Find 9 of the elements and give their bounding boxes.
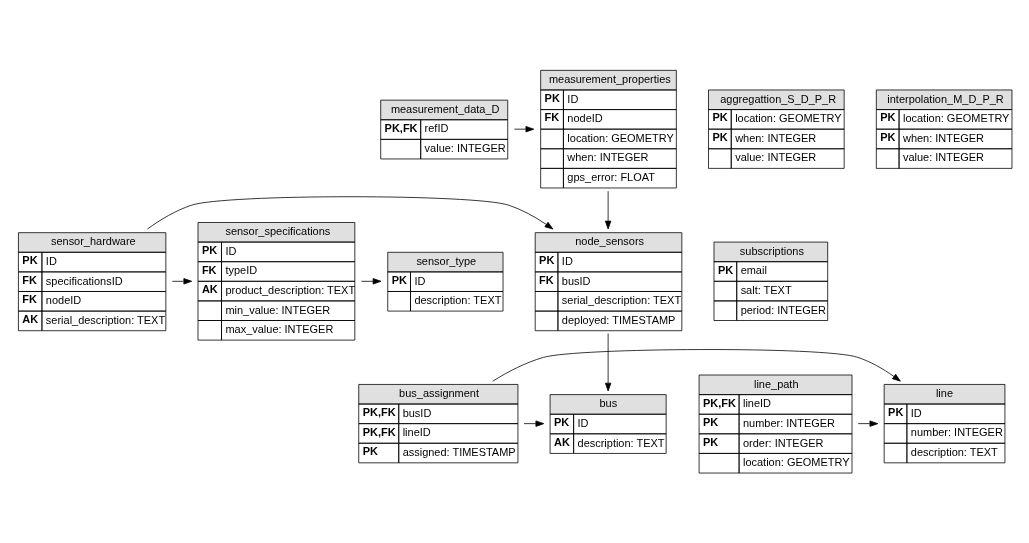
arrow (604, 333, 611, 392)
arrow (491, 349, 901, 382)
arrow (146, 196, 553, 230)
arrow (171, 278, 192, 285)
arrow (360, 278, 381, 285)
arrow (523, 420, 544, 427)
arrow (513, 126, 534, 133)
arrow (857, 420, 878, 427)
arrow (604, 190, 611, 230)
